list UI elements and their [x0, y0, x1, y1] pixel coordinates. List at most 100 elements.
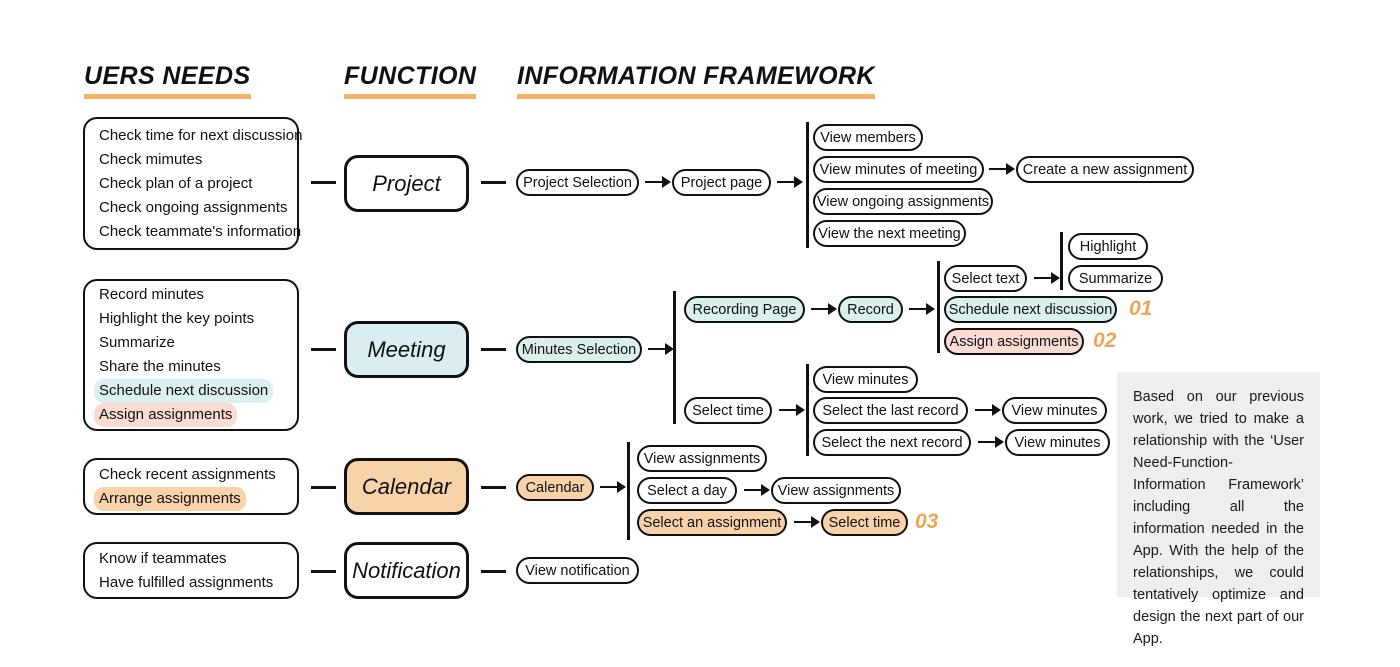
function-box-notification[interactable]: Notification — [344, 542, 469, 599]
needs-item: Highlight the key points — [99, 310, 255, 327]
arrow-icon — [600, 478, 626, 496]
needs-item: Check teammate's information — [99, 222, 302, 240]
function-box-meeting[interactable]: Meeting — [344, 321, 469, 378]
step-number-01: 01 — [1129, 297, 1153, 320]
result-label: Select time — [828, 514, 901, 531]
result-select-time-calendar[interactable]: Select time — [821, 509, 908, 536]
result-label: Select a day — [647, 482, 727, 499]
step-label: Recording Page — [692, 301, 797, 318]
step-label: Minutes Selection — [521, 341, 637, 358]
needs-item: Record minutes — [99, 286, 205, 303]
connector-function-to-info — [481, 181, 506, 184]
step-view-notification[interactable]: View notification — [516, 557, 639, 584]
branch-view-members[interactable]: View members — [813, 124, 923, 151]
result-label: View minutes — [822, 371, 909, 388]
needs-item-highlighted: Assign assignments — [94, 403, 238, 427]
result-label: Select the next record — [821, 434, 963, 451]
arrow-icon — [779, 401, 805, 419]
step-record[interactable]: Record — [838, 296, 903, 323]
result-assign-assignments[interactable]: Assign assignments — [944, 328, 1084, 355]
branch-bracket-record-results — [937, 261, 941, 353]
column-header-information-framework: INFORMATION FRAMEWORK — [517, 62, 875, 99]
function-label: Calendar — [361, 473, 452, 499]
arrow-icon — [811, 300, 837, 318]
step-project-page[interactable]: Project page — [672, 169, 771, 196]
needs-box-notification: Know if teammates Have fulfilled assignm… — [83, 542, 299, 599]
branch-view-ongoing-assignments[interactable]: View ongoing assignments — [813, 188, 993, 215]
result-view-assignments[interactable]: View assignments — [637, 445, 767, 472]
branch-bracket-select-time — [806, 364, 810, 456]
column-header-function-label: FUNCTION — [344, 62, 477, 90]
connector-function-to-info — [481, 570, 506, 573]
step-project-selection[interactable]: Project Selection — [516, 169, 639, 196]
needs-box-calendar: Check recent assignments Arrange assignm… — [83, 458, 299, 515]
step-label: View notification — [525, 562, 630, 579]
arrow-icon — [794, 513, 820, 531]
needs-item: Check plan of a project — [99, 174, 253, 192]
branch-bracket-calendar — [627, 442, 631, 540]
branch-label: View minutes of meeting — [819, 161, 978, 178]
step-minutes-selection[interactable]: Minutes Selection — [516, 336, 642, 363]
branch-bracket-meeting — [673, 291, 677, 424]
step-number-03: 03 — [915, 510, 939, 533]
needs-item-highlighted: Arrange assignments — [94, 486, 246, 511]
connector-function-to-info — [481, 348, 506, 351]
arrow-icon — [1034, 269, 1060, 287]
column-header-user-needs: UERS NEEDS — [84, 62, 251, 99]
branch-view-minutes-of-meeting[interactable]: View minutes of meeting — [813, 156, 984, 183]
result-view-assignments-day[interactable]: View assignments — [771, 477, 901, 504]
step-label: Record — [847, 301, 894, 318]
function-label: Meeting — [367, 336, 446, 362]
step-select-time[interactable]: Select time — [684, 397, 772, 424]
arrow-icon — [975, 401, 1001, 419]
column-header-user-needs-label: UERS NEEDS — [84, 62, 251, 90]
result-view-minutes-last[interactable]: View minutes — [1002, 397, 1107, 424]
needs-item: Have fulfilled assignments — [99, 573, 274, 591]
result-label: View assignments — [777, 482, 895, 499]
result-highlight[interactable]: Highlight — [1068, 233, 1148, 260]
step-calendar[interactable]: Calendar — [516, 474, 594, 501]
header-underline — [84, 94, 251, 99]
function-box-calendar[interactable]: Calendar — [344, 458, 469, 515]
result-select-the-last-record[interactable]: Select the last record — [813, 397, 968, 424]
step-label: Select time — [692, 402, 764, 419]
note-text: Based on our previous work, we tried to … — [1133, 389, 1304, 647]
needs-item: Check recent assignments — [99, 465, 276, 483]
result-label: View minutes — [1014, 434, 1101, 451]
result-label: Select an assignment — [642, 514, 782, 531]
result-view-minutes-next[interactable]: View minutes — [1005, 429, 1110, 456]
result-schedule-next-discussion[interactable]: Schedule next discussion — [944, 296, 1117, 323]
arrow-icon — [744, 481, 770, 499]
result-label: Select text — [951, 270, 1020, 287]
connector-needs-to-function — [311, 348, 336, 351]
step-recording-page[interactable]: Recording Page — [684, 296, 805, 323]
result-select-a-day[interactable]: Select a day — [637, 477, 737, 504]
step-label: Calendar — [525, 479, 585, 496]
result-select-text[interactable]: Select text — [944, 265, 1027, 292]
arrow-icon — [648, 340, 674, 358]
branch-view-the-next-meeting[interactable]: View the next meeting — [813, 220, 966, 247]
result-select-the-next-record[interactable]: Select the next record — [813, 429, 971, 456]
step-create-a-new-assignment[interactable]: Create a new assignment — [1016, 156, 1194, 183]
result-summarize[interactable]: Summarize — [1068, 265, 1163, 292]
branch-bracket-select-text — [1060, 232, 1064, 290]
result-label: Summarize — [1078, 270, 1153, 287]
arrow-icon — [978, 433, 1004, 451]
needs-item: Know if teammates — [99, 549, 227, 567]
branch-bracket-project — [806, 122, 810, 248]
result-view-minutes[interactable]: View minutes — [813, 366, 918, 393]
column-header-information-framework-label: INFORMATION FRAMEWORK — [517, 62, 875, 90]
needs-item: Share the minutes — [99, 358, 221, 375]
arrow-icon — [645, 173, 671, 191]
connector-function-to-info — [481, 486, 506, 489]
step-label: Project Selection — [523, 174, 632, 191]
function-box-project[interactable]: Project — [344, 155, 469, 212]
result-label: Assign assignments — [949, 333, 1079, 350]
result-select-an-assignment[interactable]: Select an assignment — [637, 509, 787, 536]
branch-label: View the next meeting — [818, 225, 961, 242]
connector-needs-to-function — [311, 570, 336, 573]
step-number-02: 02 — [1093, 329, 1117, 352]
needs-box-meeting: Record minutes Highlight the key points … — [83, 279, 299, 431]
connector-needs-to-function — [311, 486, 336, 489]
